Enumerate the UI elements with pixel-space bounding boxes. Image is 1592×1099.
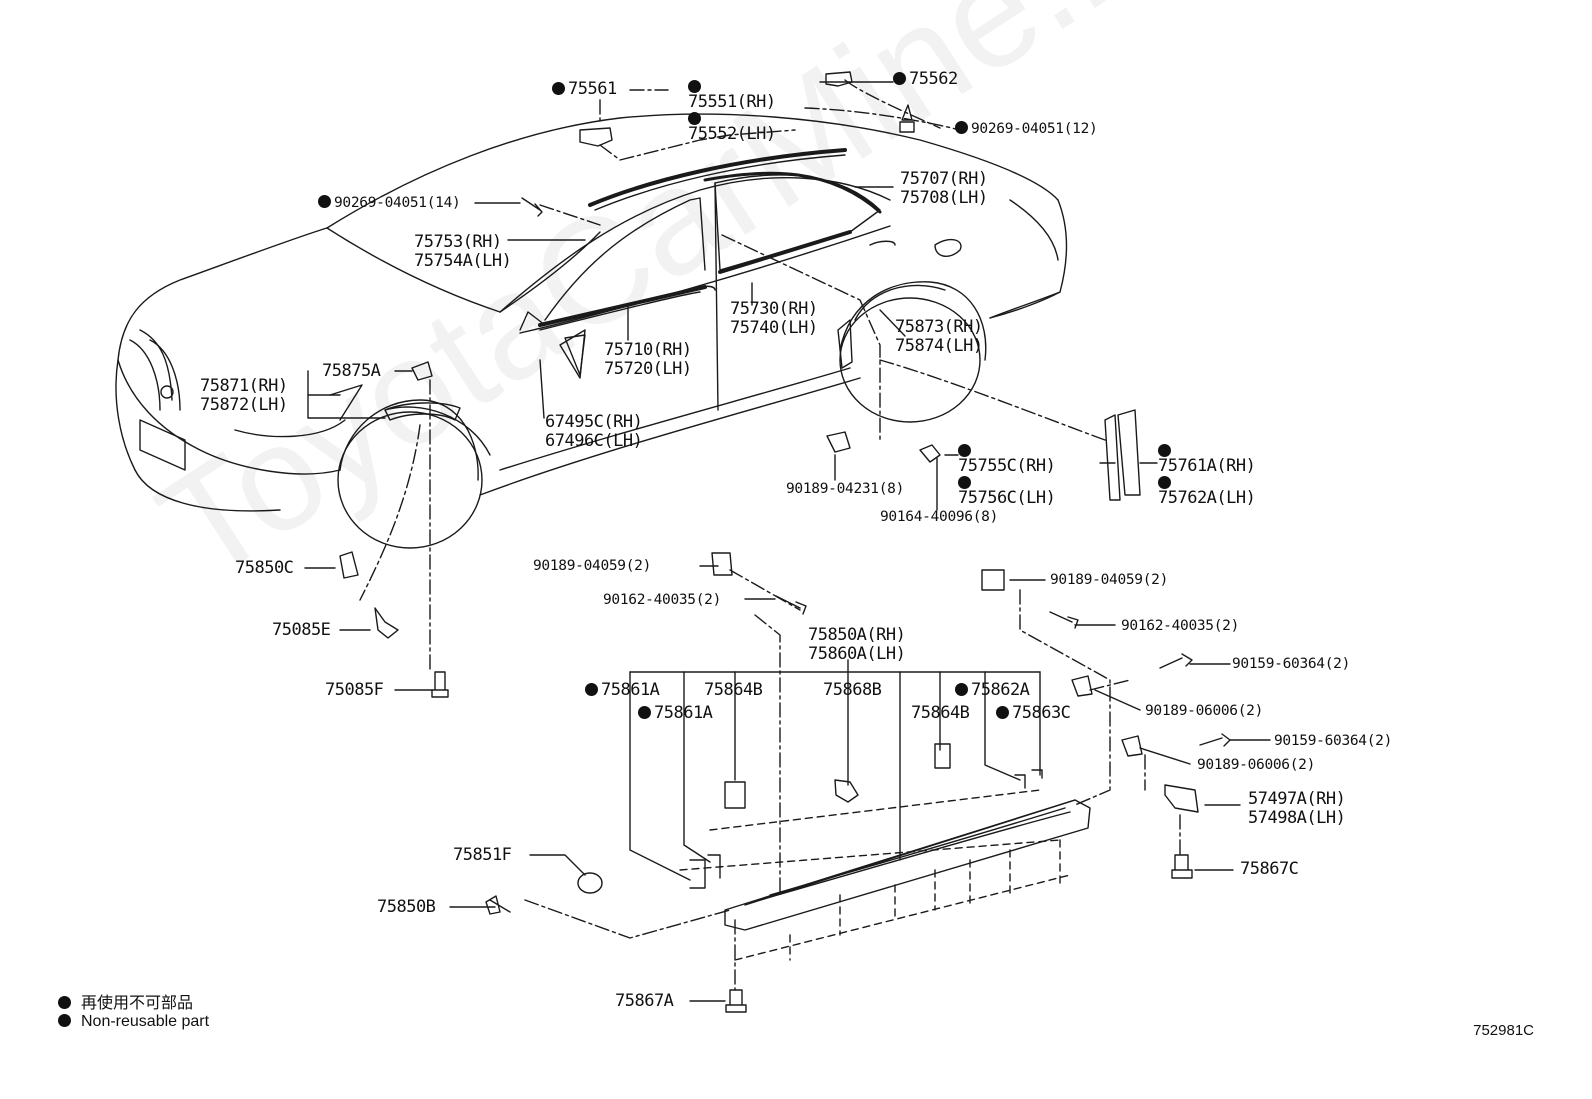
label-75761A-75762A[interactable]: 75761A(RH) 75762A(LH) — [1158, 444, 1256, 508]
non-reusable-dot-icon — [688, 80, 701, 93]
label-90189-06006-bottom[interactable]: 90189-06006(2) — [1197, 757, 1316, 773]
label-75875A[interactable]: 75875A — [322, 361, 381, 381]
label-75867C[interactable]: 75867C — [1240, 859, 1299, 879]
label-75551-75552[interactable]: 75551(RH) 75552(LH) — [688, 80, 776, 144]
label-75871-75872[interactable]: 75871(RH) 75872(LH) — [200, 376, 288, 415]
leader-lines — [359, 79, 1181, 991]
label-75867A[interactable]: 75867A — [615, 991, 674, 1011]
label-75755C-75756C[interactable]: 75755C(RH) 75756C(LH) — [958, 444, 1056, 508]
label-75707-75708[interactable]: 75707(RH) 75708(LH) — [900, 169, 988, 208]
non-reusable-dot-icon — [955, 683, 968, 696]
non-reusable-dot-icon — [955, 121, 968, 134]
non-reusable-dot-icon — [1158, 476, 1171, 489]
non-reusable-dot-icon — [893, 72, 906, 85]
label-75864B-bottom[interactable]: 75864B — [911, 703, 970, 723]
label-90159-60364-top[interactable]: 90159-60364(2) — [1232, 656, 1351, 672]
label-75861A-bottom[interactable]: 75861A — [638, 704, 713, 723]
non-reusable-dot-icon — [318, 195, 331, 208]
installation-guides — [679, 789, 1071, 961]
label-90162-40035-left[interactable]: 90162-40035(2) — [603, 592, 722, 608]
label-75850B[interactable]: 75850B — [377, 897, 436, 917]
label-75730-75740[interactable]: 75730(RH) 75740(LH) — [730, 299, 818, 338]
label-90189-06006-top[interactable]: 90189-06006(2) — [1145, 703, 1264, 719]
pointer-lines — [304, 81, 1271, 1002]
non-reusable-dot-icon — [58, 996, 71, 1009]
non-reusable-dot-icon — [688, 112, 701, 125]
label-57497A-57498A[interactable]: 57497A(RH) 57498A(LH) — [1248, 789, 1346, 828]
car-body-illustration — [115, 113, 1068, 549]
legend-english: Non-reusable part — [58, 1013, 209, 1031]
part-icons — [339, 71, 1231, 1013]
drawing-number: 752981C — [1473, 1022, 1534, 1039]
non-reusable-dot-icon — [996, 706, 1009, 719]
label-90189-04059-right[interactable]: 90189-04059(2) — [1050, 572, 1169, 588]
non-reusable-dot-icon — [585, 683, 598, 696]
label-75862A[interactable]: 75862A — [955, 681, 1030, 700]
label-75863C[interactable]: 75863C — [996, 704, 1071, 723]
non-reusable-dot-icon — [638, 706, 651, 719]
label-75850C[interactable]: 75850C — [235, 558, 294, 578]
label-90159-60364-bottom[interactable]: 90159-60364(2) — [1274, 733, 1393, 749]
label-75085E[interactable]: 75085E — [272, 620, 331, 640]
label-75085F[interactable]: 75085F — [325, 680, 384, 700]
label-90189-04059-left[interactable]: 90189-04059(2) — [533, 558, 652, 574]
label-90269-04051-14[interactable]: 90269-04051(14) — [318, 195, 461, 211]
non-reusable-dot-icon — [58, 1014, 71, 1027]
label-75851F[interactable]: 75851F — [453, 845, 512, 865]
label-90164-40096[interactable]: 90164-40096(8) — [880, 509, 999, 525]
non-reusable-dot-icon — [552, 82, 565, 95]
label-75753-75754A[interactable]: 75753(RH) 75754A(LH) — [414, 232, 512, 271]
legend-japanese: 再使用不可部品 — [58, 989, 193, 1013]
label-67495C-67496C[interactable]: 67495C(RH) 67496C(LH) — [545, 412, 643, 451]
label-75861A-top[interactable]: 75861A — [585, 681, 660, 700]
label-75864B-top[interactable]: 75864B — [704, 680, 763, 700]
non-reusable-dot-icon — [958, 476, 971, 489]
label-90269-04051-12[interactable]: 90269-04051(12) — [955, 121, 1098, 137]
non-reusable-dot-icon — [1158, 444, 1171, 457]
label-75873-75874[interactable]: 75873(RH) 75874(LH) — [895, 317, 983, 356]
label-90189-04231[interactable]: 90189-04231(8) — [786, 481, 905, 497]
label-75710-75720[interactable]: 75710(RH) 75720(LH) — [604, 340, 692, 379]
label-75868B[interactable]: 75868B — [823, 680, 882, 700]
non-reusable-dot-icon — [958, 444, 971, 457]
label-90162-40035-right[interactable]: 90162-40035(2) — [1121, 618, 1240, 634]
label-75562[interactable]: 75562 — [893, 70, 958, 89]
label-75850A-75860A[interactable]: 75850A(RH) 75860A(LH) — [808, 625, 906, 664]
label-75561[interactable]: 75561 — [552, 80, 617, 99]
